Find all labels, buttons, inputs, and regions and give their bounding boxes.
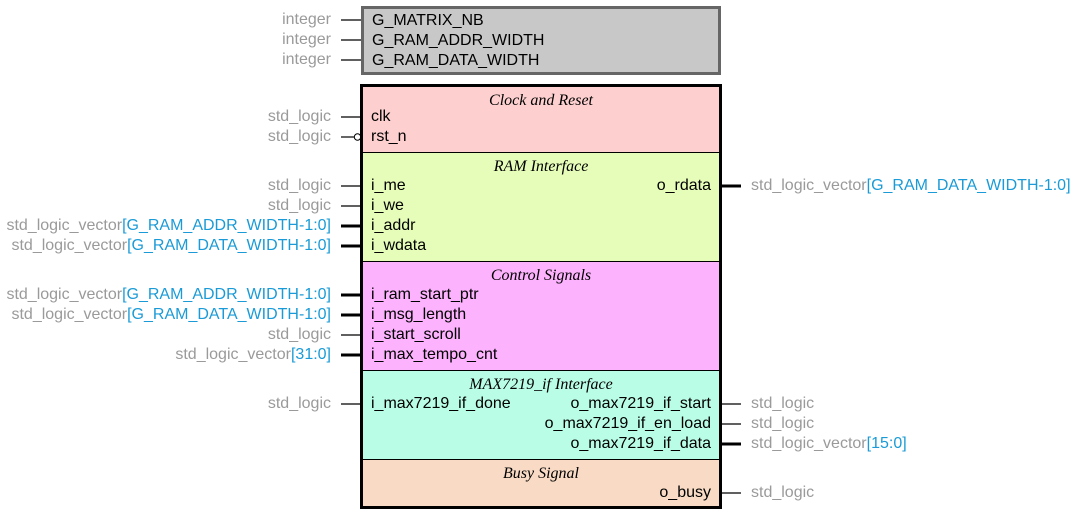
generic-name-ram-addr-width: G_RAM_ADDR_WIDTH bbox=[372, 32, 545, 49]
port-o-max7219-if-en-load-type: std_logic bbox=[751, 414, 814, 434]
port-i-me-label: i_me bbox=[371, 177, 406, 194]
port-i-we-label: i_we bbox=[371, 197, 404, 214]
port-o-rdata-type: std_logic_vector[G_RAM_DATA_WIDTH-1:0] bbox=[751, 176, 1071, 196]
type-name: std_logic_vector bbox=[11, 306, 128, 323]
section-title: Clock and Reset bbox=[489, 92, 593, 109]
section-control-signals: Control Signals bbox=[363, 261, 719, 370]
section-ram-interface: RAM Interface bbox=[363, 152, 719, 261]
type-name: std_logic bbox=[751, 395, 815, 412]
type-range: [G_RAM_DATA_WIDTH-1:0] bbox=[127, 306, 331, 323]
port-i-max-tempo-cnt-type: std_logic_vector[31:0] bbox=[175, 345, 331, 365]
port-o-max7219-if-start-type: std_logic bbox=[751, 394, 814, 414]
type-range: [15:0] bbox=[866, 435, 907, 452]
type-name: std_logic bbox=[267, 128, 331, 145]
port-i-we-type: std_logic bbox=[268, 196, 331, 216]
type-name: std_logic bbox=[267, 197, 331, 214]
section-title: Busy Signal bbox=[503, 465, 579, 482]
section-clock-and-reset: Clock and Reset bbox=[363, 87, 719, 152]
port-i-ram-start-ptr-label: i_ram_start_ptr bbox=[371, 286, 479, 303]
type-name: std_logic_vector bbox=[6, 217, 123, 234]
section-max7219-if-interface: MAX7219_if Interface bbox=[363, 370, 719, 459]
type-name: std_logic bbox=[267, 326, 331, 343]
port-i-max7219-if-done-label: i_max7219_if_done bbox=[371, 395, 511, 412]
port-o-rdata-label: o_rdata bbox=[656, 177, 711, 194]
type-range: [G_RAM_ADDR_WIDTH-1:0] bbox=[122, 286, 331, 303]
type-range: [G_RAM_DATA_WIDTH-1:0] bbox=[127, 237, 331, 254]
section-title: Control Signals bbox=[490, 267, 592, 284]
port-o-max7219-if-data-label: o_max7219_if_data bbox=[570, 435, 711, 452]
port-clk-label: clk bbox=[371, 108, 391, 125]
type-range: [G_RAM_DATA_WIDTH-1:0] bbox=[866, 177, 1071, 194]
port-i-max-tempo-cnt-label: i_max_tempo_cnt bbox=[371, 346, 498, 363]
port-rst-n-type: std_logic bbox=[268, 127, 331, 147]
port-i-addr-label: i_addr bbox=[371, 217, 416, 234]
port-i-msg-length-type: std_logic_vector[G_RAM_DATA_WIDTH-1:0] bbox=[11, 305, 331, 325]
type-name: std_logic_vector bbox=[175, 346, 291, 363]
type-name: std_logic_vector bbox=[11, 237, 128, 254]
section-title: MAX7219_if Interface bbox=[469, 376, 613, 393]
generics-box: G_MATRIX_NB G_RAM_ADDR_WIDTH G_RAM_DATA_… bbox=[361, 6, 721, 75]
type-name: std_logic bbox=[267, 108, 331, 125]
port-o-max7219-if-en-load-label: o_max7219_if_en_load bbox=[544, 415, 711, 432]
port-o-max7219-if-data-type: std_logic_vector[15:0] bbox=[751, 434, 907, 454]
type-range: [G_RAM_ADDR_WIDTH-1:0] bbox=[122, 217, 331, 234]
type-name: std_logic bbox=[267, 395, 331, 412]
port-i-me-type: std_logic bbox=[268, 176, 331, 196]
port-o-max7219-if-start-label: o_max7219_if_start bbox=[570, 395, 711, 412]
type-name: std_logic bbox=[751, 415, 815, 432]
generic-type-ram-data-width: integer bbox=[282, 51, 331, 68]
generic-name-matrix-nb: G_MATRIX_NB bbox=[372, 12, 484, 29]
type-name: std_logic_vector bbox=[751, 435, 867, 452]
port-i-start-scroll-label: i_start_scroll bbox=[371, 326, 461, 343]
type-name: std_logic bbox=[267, 177, 331, 194]
port-i-ram-start-ptr-type: std_logic_vector[G_RAM_ADDR_WIDTH-1:0] bbox=[6, 285, 331, 305]
type-name: std_logic_vector bbox=[6, 286, 123, 303]
generic-name-ram-data-width: G_RAM_DATA_WIDTH bbox=[372, 52, 540, 69]
type-range: [31:0] bbox=[290, 346, 331, 363]
port-i-wdata-label: i_wdata bbox=[371, 237, 427, 254]
port-i-msg-length-label: i_msg_length bbox=[371, 306, 467, 323]
port-clk-type: std_logic bbox=[268, 107, 331, 127]
type-name: std_logic_vector bbox=[751, 177, 867, 194]
generic-type-ram-addr-width: integer bbox=[282, 31, 331, 48]
section-title: RAM Interface bbox=[493, 158, 589, 175]
generic-type-matrix-nb: integer bbox=[282, 11, 331, 28]
port-i-addr-type: std_logic_vector[G_RAM_ADDR_WIDTH-1:0] bbox=[6, 216, 331, 236]
port-i-max7219-if-done-type: std_logic bbox=[268, 394, 331, 414]
port-i-start-scroll-type: std_logic bbox=[268, 325, 331, 345]
entity-box: Clock and Reset RAM Interface Control Si… bbox=[360, 84, 722, 509]
type-name: std_logic bbox=[751, 484, 815, 501]
port-o-busy-type: std_logic bbox=[751, 483, 814, 503]
section-busy-signal: Busy Signal bbox=[363, 459, 719, 506]
port-rst-n-label: rst_n bbox=[371, 128, 407, 145]
port-i-wdata-type: std_logic_vector[G_RAM_DATA_WIDTH-1:0] bbox=[11, 236, 331, 256]
port-o-busy-label: o_busy bbox=[659, 484, 711, 501]
